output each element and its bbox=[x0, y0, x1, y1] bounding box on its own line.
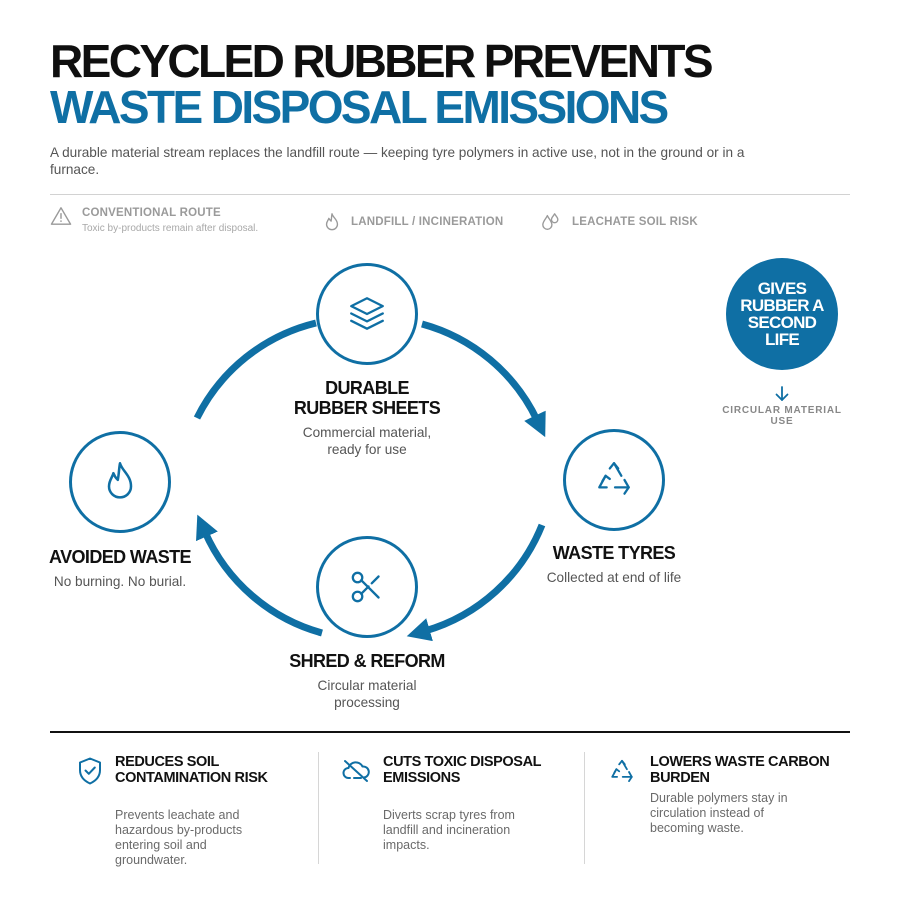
node-desc-durable-rubber-sheets: Commercial material, ready for use bbox=[267, 424, 467, 458]
title-line-2: WASTE DISPOSAL EMISSIONS bbox=[50, 81, 669, 133]
notice-label: LANDFILL / INCINERATION bbox=[351, 216, 504, 228]
shield-check-icon bbox=[79, 757, 101, 785]
benefit-title-emissions: CUTS TOXIC DISPOSAL EMISSIONS bbox=[383, 754, 541, 786]
bottom-divider bbox=[50, 731, 850, 733]
node-desc-line: Circular material bbox=[317, 678, 417, 693]
benefit-title-carbon: LOWERS WASTE CARBON BURDEN bbox=[650, 754, 830, 786]
node-title-line: DURABLE bbox=[325, 378, 409, 398]
arrow-avoided-to-sheets bbox=[193, 319, 317, 420]
recycle-icon bbox=[598, 462, 630, 495]
notice-conventional-route: CONVENTIONAL ROUTE Toxic by-products rem… bbox=[50, 206, 258, 235]
benefit-title-soil: REDUCES SOIL CONTAMINATION RISK bbox=[115, 754, 268, 786]
badge-text: GIVES RUBBER A SECOND LIFE bbox=[740, 279, 824, 349]
node-desc-line: ready for use bbox=[327, 442, 407, 457]
title-line-1: RECYCLED RUBBER PREVENTS bbox=[50, 35, 714, 87]
header-divider bbox=[50, 194, 850, 195]
node-desc-line: processing bbox=[334, 695, 400, 710]
node-shred-reform bbox=[316, 536, 418, 638]
notice-label: CONVENTIONAL ROUTE bbox=[82, 207, 221, 219]
layers-icon bbox=[350, 297, 384, 330]
notice-landfill-incineration: LANDFILL / INCINERATION bbox=[323, 212, 503, 232]
benefit-desc-emissions: Diverts scrap tyres from landfill and in… bbox=[383, 808, 515, 852]
benefit-desc-carbon: Durable polymers stay in circulation ins… bbox=[650, 791, 788, 835]
node-durable-rubber-sheets bbox=[316, 263, 418, 365]
node-desc-shred-reform: Circular material processing bbox=[267, 677, 467, 711]
scissors-icon bbox=[351, 571, 380, 603]
notice-label: LEACHATE SOIL RISK bbox=[572, 216, 698, 228]
second-life-badge: GIVES RUBBER A SECOND LIFE bbox=[726, 258, 838, 370]
notice-sub: Toxic by-products remain after disposal. bbox=[82, 223, 259, 234]
node-title-waste-tyres: WASTE TYRES bbox=[552, 543, 676, 563]
warning-icon bbox=[50, 207, 72, 225]
node-desc-line: Commercial material, bbox=[302, 425, 432, 440]
node-desc-avoided-waste: No burning. No burial. bbox=[53, 574, 187, 589]
subtitle: A durable material stream replaces the l… bbox=[50, 145, 745, 177]
node-title-shred-reform: SHRED & REFORM bbox=[289, 651, 445, 671]
node-title-line: RUBBER SHEETS bbox=[293, 398, 441, 418]
circular-material-caption: CIRCULAR MATERIAL USE bbox=[722, 405, 842, 427]
node-desc-waste-tyres: Collected at end of life bbox=[546, 570, 682, 585]
node-title-durable-rubber-sheets: DURABLE RUBBER SHEETS bbox=[267, 378, 467, 418]
column-divider bbox=[318, 752, 319, 864]
arrow-tyres-to-shred bbox=[406, 523, 546, 642]
node-avoided-waste bbox=[69, 431, 171, 533]
arrow-shred-to-avoided bbox=[196, 514, 323, 637]
node-title-avoided-waste: AVOIDED WASTE bbox=[49, 547, 191, 567]
node-waste-tyres bbox=[563, 429, 665, 531]
arrow-down-icon bbox=[775, 386, 789, 401]
column-divider bbox=[584, 752, 585, 864]
cloud-off-icon bbox=[342, 760, 370, 782]
arrow-sheets-to-tyres bbox=[421, 320, 546, 438]
notice-leachate-soil-risk: LEACHATE SOIL RISK bbox=[540, 212, 698, 232]
flame-icon bbox=[325, 213, 339, 231]
flame-icon bbox=[107, 462, 133, 499]
recycle-icon bbox=[611, 759, 633, 783]
droplets-icon bbox=[542, 213, 559, 230]
benefit-desc-soil: Prevents leachate and hazardous by-produ… bbox=[115, 808, 243, 867]
